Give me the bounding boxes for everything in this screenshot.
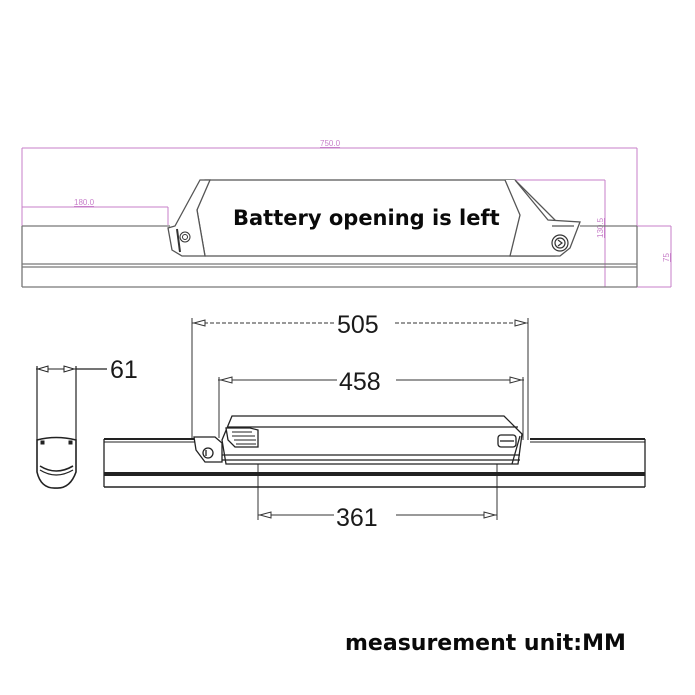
- cross-section-profile: [36, 365, 107, 489]
- top-view: 750.0 180.0 130.5 75: [21, 139, 672, 288]
- mount-bracket-left: [193, 436, 223, 463]
- dim-mount-length: 505: [337, 311, 379, 339]
- dim-rail-length: 361: [336, 504, 378, 532]
- dim-left-offset: 180.0: [74, 198, 95, 207]
- battery-body-top: [167, 179, 581, 257]
- side-view: 505 458 361: [36, 311, 646, 532]
- dim-505-line: [191, 318, 529, 440]
- dim-battery-length: 458: [339, 368, 381, 396]
- dim-width: 61: [110, 356, 138, 384]
- dim-battery-height: 130.5: [596, 217, 605, 238]
- dim-tube-height: 75: [662, 253, 671, 262]
- downtube-top: [21, 225, 638, 288]
- downtube-side: [103, 438, 646, 488]
- dim-overall-length: 750.0: [320, 139, 341, 148]
- battery-opening-annotation: Battery opening is left: [233, 206, 500, 230]
- dim-458-line: [218, 376, 524, 440]
- lock-icon-right: [551, 234, 569, 252]
- measurement-unit-caption: measurement unit:MM: [345, 631, 626, 656]
- lock-icon-left: [179, 231, 191, 243]
- battery-body-side: [221, 415, 523, 465]
